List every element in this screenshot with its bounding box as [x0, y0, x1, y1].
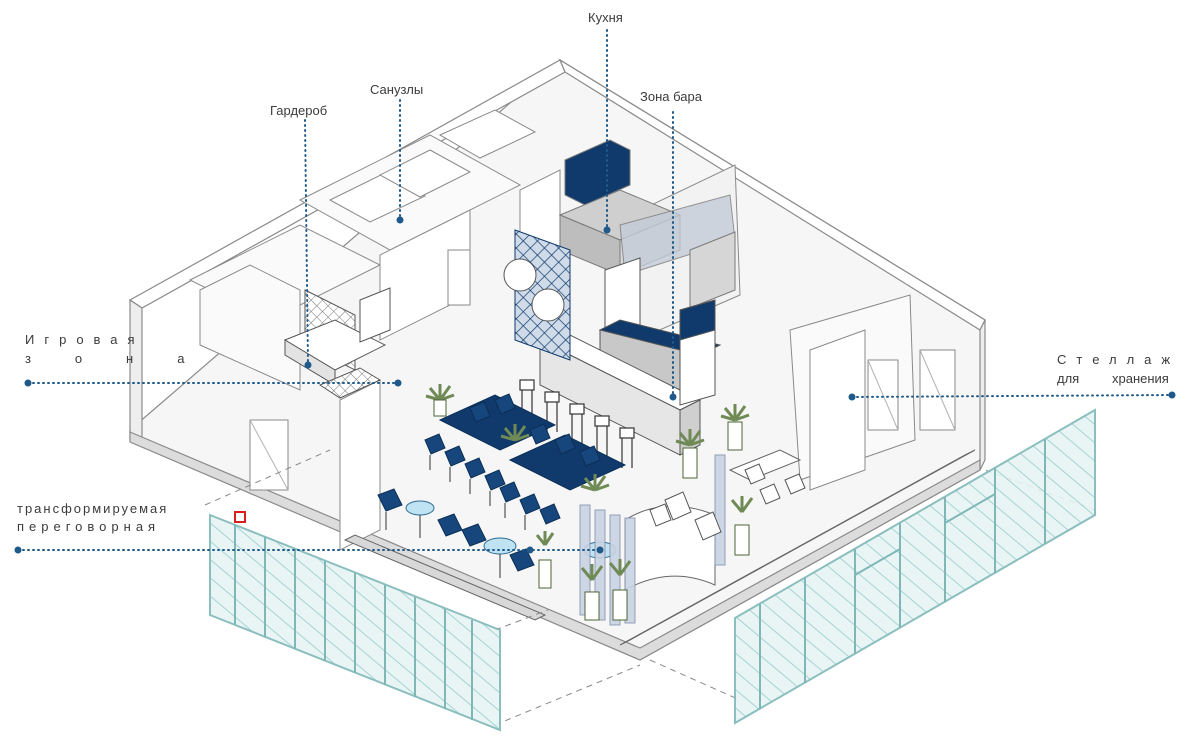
- leader-storage: [851, 394, 1173, 398]
- bar-right-shelf-top: [679, 299, 716, 341]
- label-kitchen: Кухня: [588, 10, 623, 25]
- plant: [730, 496, 754, 556]
- bathroom-cell-3: [438, 109, 537, 159]
- label-meeting-line1: трансформируемая: [17, 501, 169, 516]
- plant: [580, 564, 604, 621]
- storage-shelf: [809, 329, 866, 491]
- side-table: [728, 449, 806, 505]
- fridge: [689, 231, 736, 309]
- label-bar-zone: Зона бара: [640, 89, 702, 104]
- leader-dots: [14, 216, 1176, 554]
- floor-grilles: [343, 449, 976, 646]
- chair: [464, 457, 486, 494]
- chair: [444, 445, 466, 482]
- plants: [425, 384, 754, 621]
- partitions: [188, 109, 956, 551]
- bar-zone: [538, 257, 722, 456]
- plant: [675, 429, 705, 479]
- plant: [580, 474, 610, 492]
- plant: [608, 559, 632, 621]
- plant: [535, 531, 555, 589]
- front-edge: [129, 431, 981, 661]
- chair: [424, 433, 446, 470]
- leader-lines: [17, 29, 1173, 551]
- left-outer-wall: [129, 298, 143, 442]
- chair: [377, 488, 403, 530]
- bathroom-cell-2: [378, 149, 472, 198]
- kitchen: [558, 139, 736, 309]
- label-bathrooms: Санузлы: [370, 82, 424, 97]
- chair: [579, 445, 601, 467]
- chair: [539, 503, 561, 525]
- right-outer-wall: [979, 319, 986, 471]
- leader-wardrobe: [304, 119, 309, 364]
- label-meeting-line2: переговорная: [17, 519, 161, 534]
- label-storage-line2b: хранения: [1112, 371, 1169, 386]
- label-game-zone-line1: Игровая: [25, 332, 145, 347]
- plant: [425, 384, 455, 417]
- door-1: [447, 249, 471, 306]
- plant: [720, 404, 750, 451]
- chairs: [377, 393, 601, 572]
- lounge-chairs: [649, 491, 722, 541]
- chair: [554, 433, 576, 455]
- kitchen-upper-cabinets: [564, 139, 631, 206]
- game-screen: [359, 287, 391, 343]
- plant: [500, 424, 530, 442]
- decor-wheel: [531, 288, 565, 322]
- chair: [494, 393, 516, 415]
- bar-counter-side: [679, 399, 701, 456]
- label-storage-line2a: для: [1057, 371, 1080, 386]
- red-marker: [234, 511, 246, 523]
- glass-facade-left: [209, 513, 501, 732]
- chair: [499, 481, 521, 518]
- chair: [529, 423, 551, 445]
- label-storage-line1: Стеллаж: [1057, 352, 1181, 367]
- chair: [484, 469, 506, 506]
- decor-wheel: [503, 258, 537, 292]
- chair: [461, 523, 487, 547]
- round-table: [405, 500, 435, 538]
- label-wardrobe: Гардероб: [270, 103, 328, 118]
- chair: [469, 401, 491, 423]
- chair: [509, 548, 535, 572]
- decor-mesh-panel: [503, 229, 571, 361]
- chair: [519, 493, 541, 530]
- game-zone-wall: [339, 379, 381, 551]
- glass-facade-right: [734, 408, 1096, 725]
- label-game-zone-line2: зона: [25, 351, 229, 366]
